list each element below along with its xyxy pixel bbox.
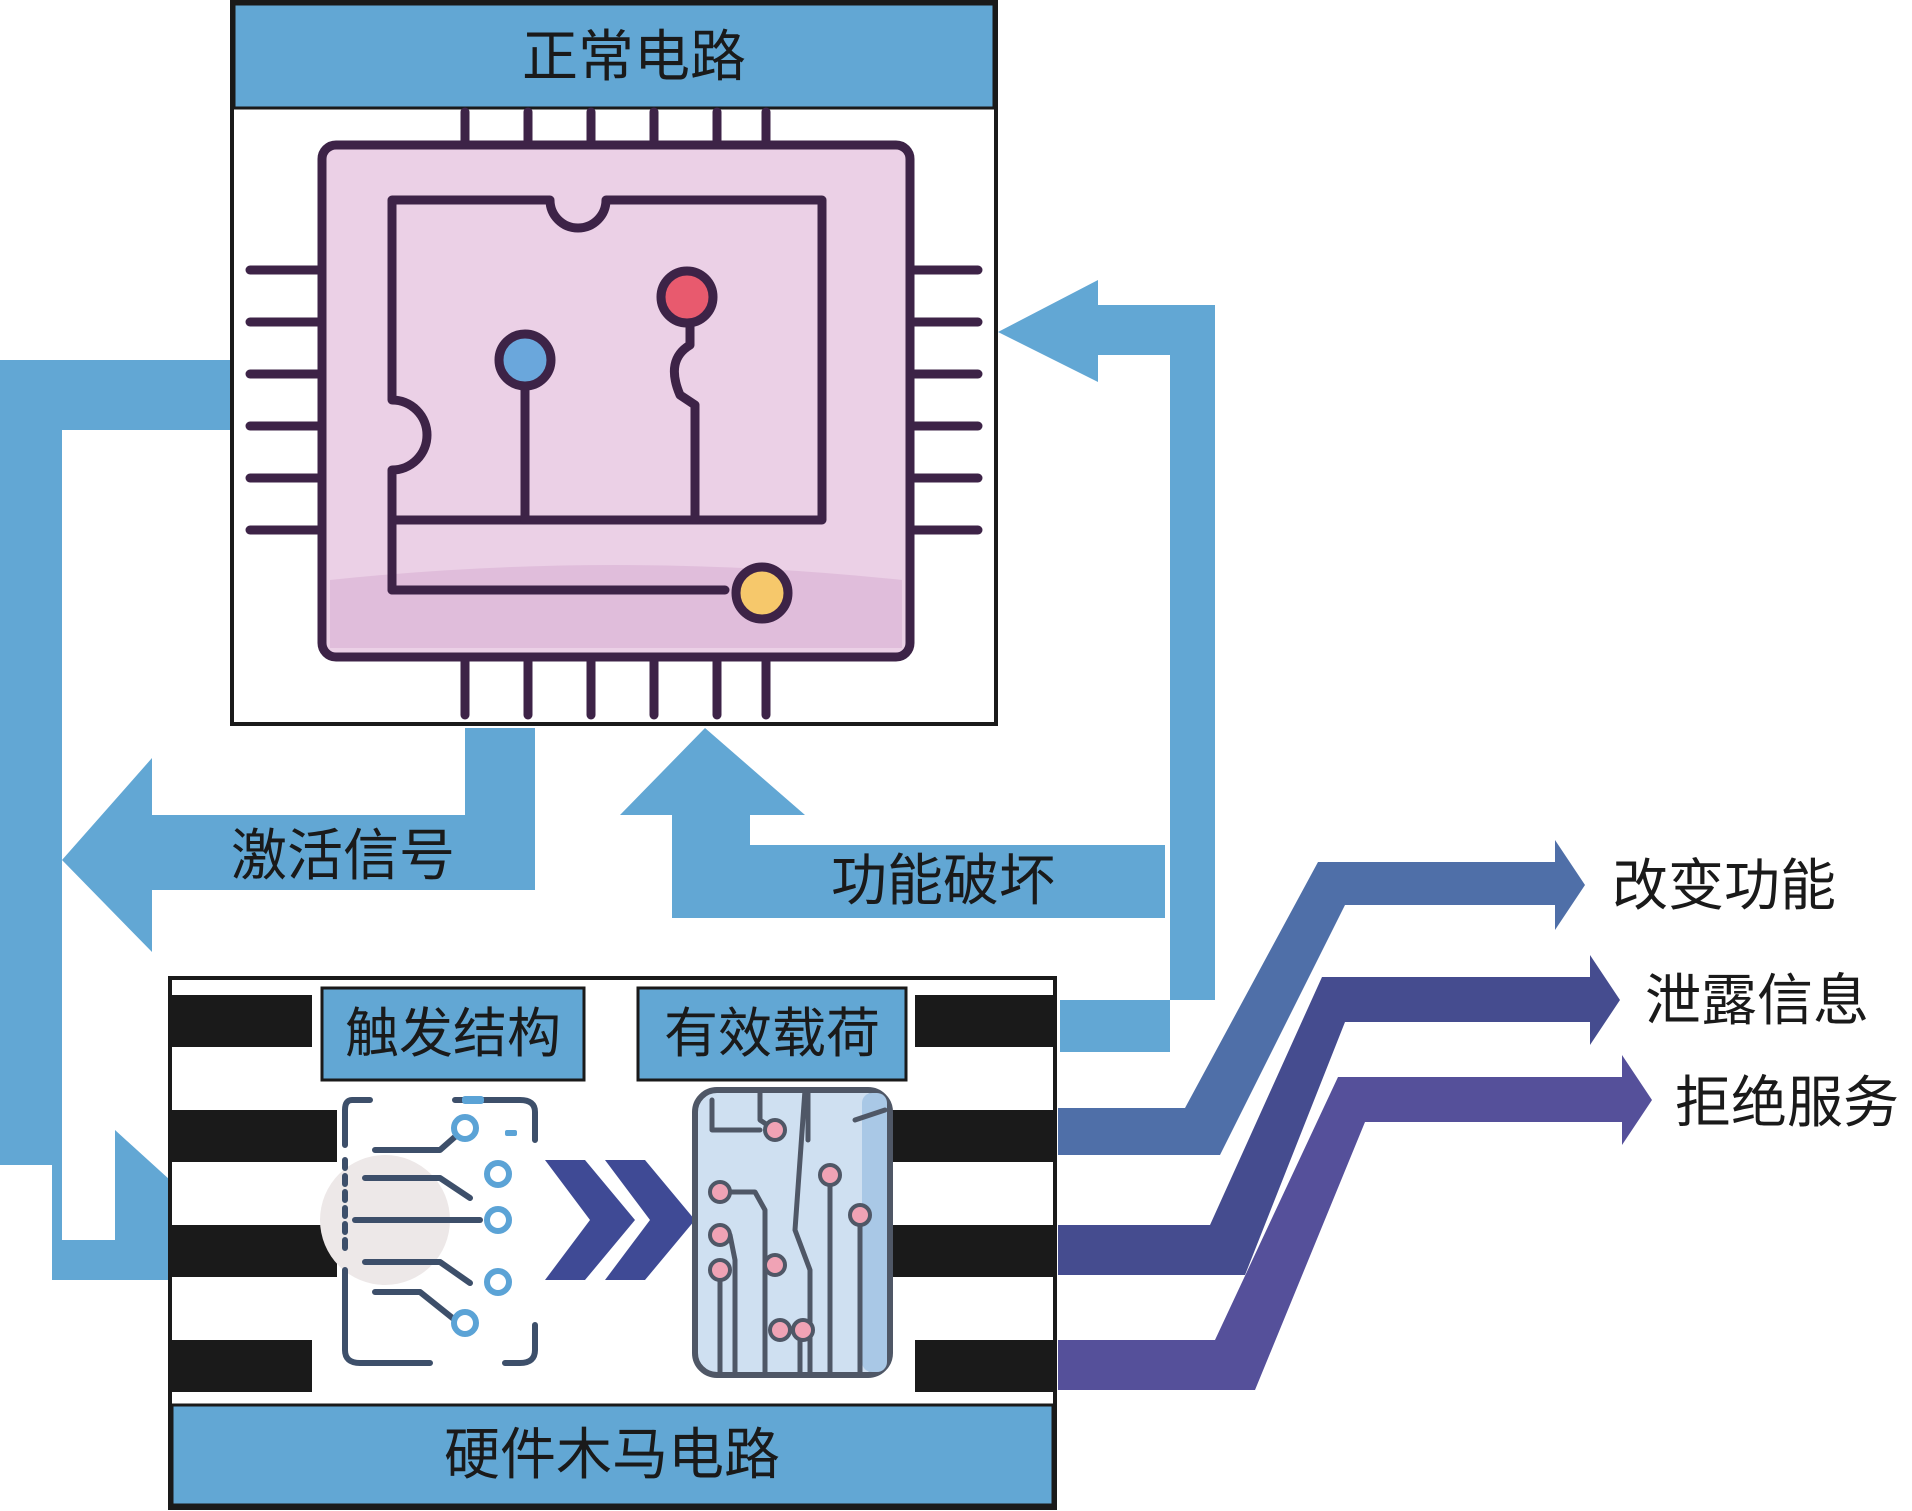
leak-info-arrow <box>1058 955 1620 1275</box>
chevron-arrows-icon <box>545 1160 695 1280</box>
change-function-label: 改变功能 <box>1612 854 1836 919</box>
loop-arrow-right <box>998 280 1215 1052</box>
denial-of-service-arrow <box>1058 1055 1652 1390</box>
activation-signal-arrow <box>62 728 535 952</box>
change-function-arrow <box>1058 840 1585 1155</box>
blue-node <box>494 329 556 391</box>
normal-circuit-box: 正常电路 <box>230 0 998 726</box>
normal-circuit-title: 正常电路 <box>522 25 746 90</box>
red-node <box>656 266 718 328</box>
chip-icon <box>245 107 983 720</box>
trojan-circuit-footer <box>170 1403 1055 1507</box>
chip-die <box>387 195 827 525</box>
leak-info-label: 泄露信息 <box>1645 969 1869 1034</box>
trigger-label-box <box>320 986 586 1082</box>
function-damage-label: 功能破坏 <box>831 849 1055 914</box>
payload-circuit-icon <box>692 1087 893 1378</box>
yellow-node <box>731 562 793 624</box>
loop-arrow-left <box>0 360 238 1280</box>
function-damage-arrow <box>620 728 1165 918</box>
trigger-circuit-icon <box>320 1096 538 1366</box>
payload-label: 有效载荷 <box>664 1002 880 1065</box>
normal-circuit-header <box>232 2 996 110</box>
chip-body <box>317 140 915 662</box>
trojan-circuit-title: 硬件木马电路 <box>444 1423 780 1488</box>
trojan-circuit-box: 触发结构 有效载荷 <box>168 976 1057 1510</box>
payload-label-box <box>636 986 908 1082</box>
trigger-label: 触发结构 <box>345 1002 561 1065</box>
denial-of-service-label: 拒绝服务 <box>1675 1071 1899 1136</box>
activation-signal-label: 激活信号 <box>231 824 455 889</box>
